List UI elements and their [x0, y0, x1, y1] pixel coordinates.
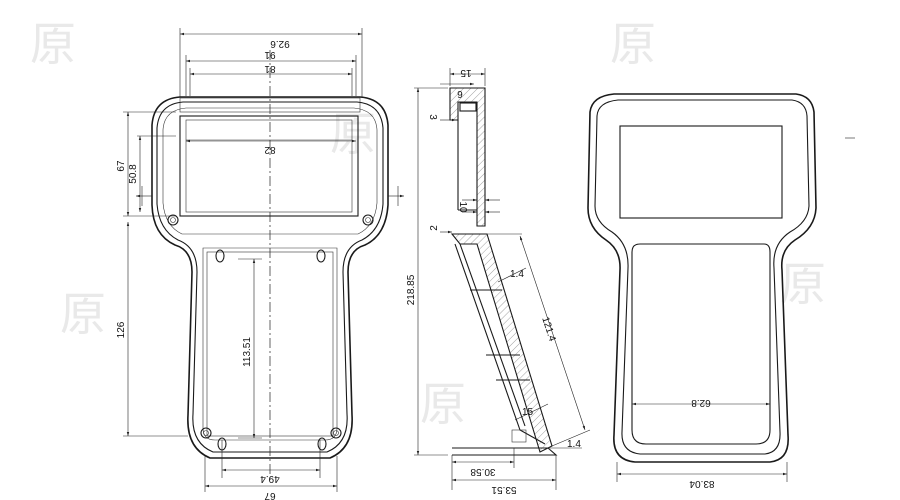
- dim-top-depth: 15: [460, 67, 472, 78]
- front-view: 92.6 91 81 82 67 50.8 126 113.51 49.4: [116, 28, 404, 500]
- dim-angle: 15: [522, 407, 534, 418]
- dim-width-overall: 92.6: [270, 38, 290, 49]
- display-window: [179, 115, 359, 217]
- dim-bottom-height: 113.51: [242, 337, 253, 367]
- dim-wall-3: 3: [427, 114, 438, 120]
- dim-window-height-outer: 67: [116, 160, 127, 172]
- side-lower-wall: [450, 233, 553, 453]
- watermark-glyph: 原: [420, 377, 466, 431]
- dim-wall-1-4-bottom: 1.4: [567, 439, 581, 450]
- back-lower-panel: [631, 243, 771, 445]
- side-base: [452, 447, 558, 456]
- screw-boss: [362, 214, 374, 226]
- dim-window-height-inner: 50.8: [128, 164, 139, 184]
- watermark-glyph: 原: [30, 17, 76, 71]
- front-outline: [151, 96, 389, 459]
- dim-back-base-width: 83.04: [689, 478, 714, 489]
- screw-boss: [167, 214, 179, 226]
- screw-boss: [330, 427, 342, 439]
- side-view: 218.85 15 6 3 10 2 1.4 121.4 15 1.4: [406, 67, 591, 495]
- dim-base-depth-2: 53.51: [491, 484, 516, 495]
- dim-slope-length: 121.4: [539, 316, 557, 344]
- dim-top-step: 6: [457, 88, 463, 99]
- dim-bottom-inner-width: 49.4: [260, 473, 280, 484]
- watermark-glyph: 原: [330, 107, 376, 161]
- dim-window-width: 82: [264, 144, 276, 155]
- watermark-glyph: 原: [610, 17, 656, 71]
- dim-wall-1-4-top: 1.4: [510, 269, 524, 280]
- dim-bottom-overall-width: 67: [264, 490, 276, 500]
- watermark-glyph: 原: [780, 257, 826, 311]
- dim-base-depth-1: 30.58: [470, 466, 495, 477]
- dim-side-overall-height: 218.85: [406, 274, 417, 305]
- watermark: 原 原 原 原 原 原: [30, 17, 826, 431]
- dim-wall-10: 10: [457, 201, 468, 213]
- dim-width-top-1: 91: [264, 49, 276, 60]
- screw-boss: [200, 427, 212, 439]
- dim-wall-2: 2: [429, 225, 440, 231]
- dim-back-inner-width: 62.8: [691, 397, 711, 408]
- back-window: [619, 125, 783, 219]
- back-outline: [587, 93, 817, 463]
- dim-width-top-2: 81: [264, 63, 276, 74]
- watermark-glyph: 原: [60, 287, 106, 341]
- front-outline-inner: [156, 101, 384, 453]
- back-view: 62.8 83.04: [587, 93, 855, 489]
- dim-lower-height: 126: [116, 321, 127, 338]
